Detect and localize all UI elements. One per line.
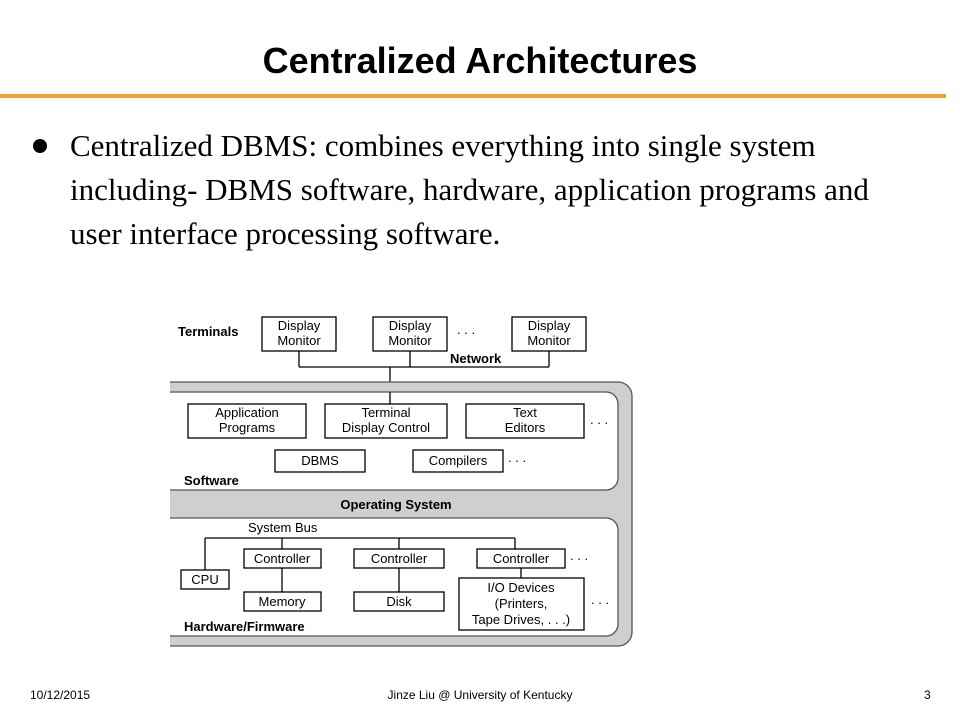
footer-author: Jinze Liu @ University of Kentucky [387, 688, 573, 702]
hardware-firmware-label: Hardware/Firmware [184, 619, 305, 634]
dbms-label: DBMS [301, 453, 339, 468]
dbms-box [274, 449, 366, 473]
text-editors-line2: Editors [505, 420, 546, 435]
application-programs-line1: Application [215, 405, 279, 420]
terminal-display-control-line2: Display Control [342, 420, 430, 435]
terminal-3-line1: Display [528, 318, 571, 333]
terminal-box-2 [372, 316, 448, 352]
cpu-box [180, 569, 230, 590]
io-devices-ellipsis: . . . [591, 592, 609, 607]
footer-date: 10/12/2015 [30, 688, 91, 702]
system-bus-label: System Bus [248, 520, 318, 535]
operating-system-label: Operating System [340, 497, 451, 512]
io-devices-line1: I/O Devices [487, 580, 555, 595]
text-editors-line1: Text [513, 405, 537, 420]
disk-box [353, 591, 445, 612]
footer-page-number: 3 [924, 688, 931, 702]
io-devices-box [458, 577, 585, 631]
controller-2-label: Controller [371, 551, 428, 566]
text-editors-box [465, 403, 585, 439]
terminal-2-line2: Monitor [388, 333, 432, 348]
disk-label: Disk [386, 594, 412, 609]
application-programs-line2: Programs [219, 420, 276, 435]
bullet-point-icon [33, 139, 47, 153]
terminal-display-control-line1: Terminal [361, 405, 410, 420]
controller-3-label: Controller [493, 551, 550, 566]
slide-title: Centralized Architectures [262, 40, 698, 81]
terminal-1-line1: Display [278, 318, 321, 333]
software-label: Software [184, 473, 239, 488]
terminal-box-1 [261, 316, 337, 352]
software-row2-ellipsis: . . . [508, 450, 526, 465]
terminal-2-line1: Display [389, 318, 432, 333]
terminal-1-line2: Monitor [277, 333, 321, 348]
io-devices-line2: (Printers, [495, 596, 548, 611]
controllers-ellipsis: . . . [570, 548, 588, 563]
terminals-ellipsis: . . . [457, 322, 475, 337]
controller-1-label: Controller [254, 551, 311, 566]
terminal-3-line2: Monitor [527, 333, 571, 348]
network-label: Network [450, 351, 502, 366]
centralized-architecture-diagram: Terminals Display Monitor Display Monito… [170, 316, 633, 647]
title-divider [0, 94, 946, 98]
io-devices-line3: Tape Drives, . . .) [472, 612, 570, 627]
compilers-label: Compilers [429, 453, 488, 468]
memory-label: Memory [259, 594, 306, 609]
software-row1-ellipsis: . . . [590, 412, 608, 427]
compilers-box [412, 449, 504, 473]
application-programs-box [187, 403, 307, 439]
terminal-display-control-box [324, 403, 448, 439]
cpu-label: CPU [191, 572, 218, 587]
memory-box [243, 591, 322, 612]
bullet-text: Centralized DBMS: combines everything in… [70, 128, 869, 251]
terminals-label: Terminals [178, 324, 238, 339]
